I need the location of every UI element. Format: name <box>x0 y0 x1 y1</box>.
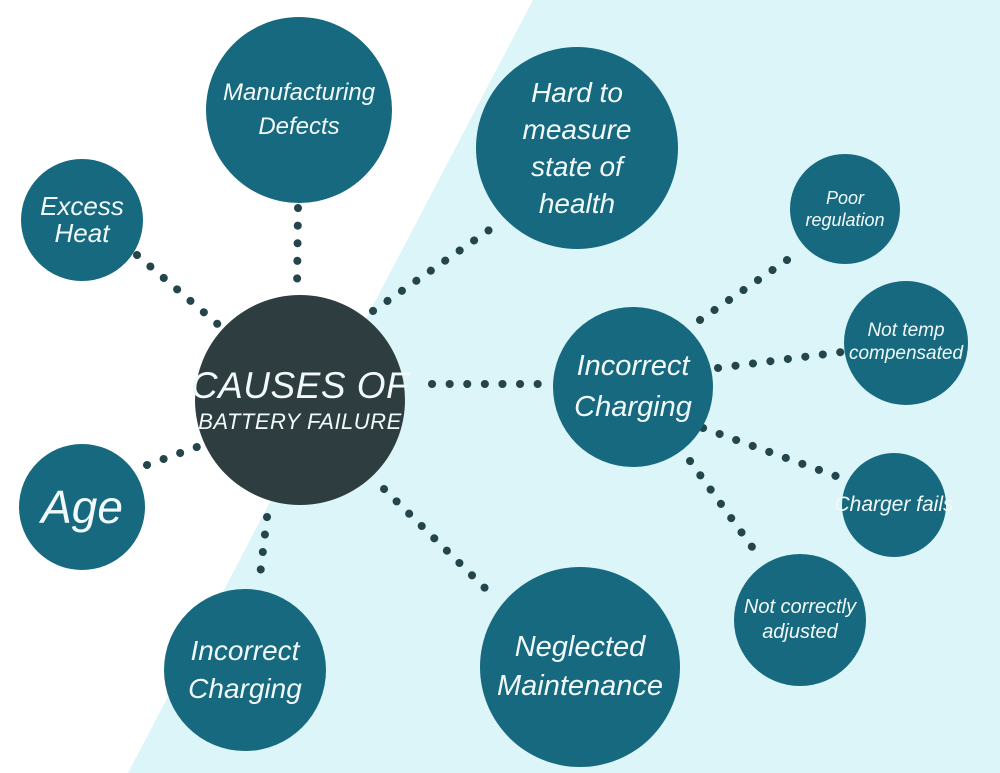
node-label-line: compensated <box>848 343 964 364</box>
node-label-line: adjusted <box>762 621 838 643</box>
node-label-line: measure <box>522 113 632 145</box>
node-hard-to-measure-state-of-health: Hard to measure state of health <box>476 47 678 249</box>
node-label-line: Age <box>41 481 123 533</box>
node-label-line: Heat <box>54 218 110 248</box>
node-charger-fails: Charger fails <box>834 453 954 557</box>
connector-center-to-neglected-maintenance <box>380 485 493 596</box>
node-label-line: state of <box>531 151 623 182</box>
node-label-line: Charging <box>188 673 302 704</box>
node-label-line: Manufacturing <box>222 79 376 107</box>
node-label-line: Poor <box>825 187 865 208</box>
node-label-line: Charging <box>574 391 692 423</box>
node-causes-of-battery-failure: CAUSES OF BATTERY FAILURE <box>191 295 409 505</box>
node-label-line: Hard to <box>531 76 623 108</box>
connector-incorrect-charging-right-to-not-temp-compensated <box>714 348 846 372</box>
center-subtitle: BATTERY FAILURE <box>198 409 402 434</box>
node-label-line: Not temp <box>867 320 945 342</box>
connector-incorrect-charging-right-to-poor-regulation <box>696 254 794 324</box>
connector-excess-heat-to-center <box>133 251 225 331</box>
node-label-line: regulation <box>805 210 885 230</box>
connector-center-to-hard-to-measure-state-of-health <box>369 224 496 315</box>
center-title: CAUSES OF <box>190 365 410 406</box>
node-label-line: health <box>538 188 616 220</box>
node-label-line: Defects <box>258 113 340 140</box>
node-label-line: Neglected <box>514 630 646 663</box>
node-not-correctly-adjusted: Not correctly adjusted <box>734 554 866 686</box>
node-label-line: Not correctly <box>743 596 857 618</box>
node-label-line: Excess <box>40 190 124 221</box>
connector-center-to-incorrect-charging-bottom <box>255 513 271 588</box>
node-age: Age <box>19 444 145 570</box>
connector-age-to-center <box>143 439 212 469</box>
node-label-line: Maintenance <box>496 670 664 702</box>
connector-incorrect-charging-right-to-not-correctly-adjusted <box>686 457 764 562</box>
node-label-line: Charger fails <box>834 493 954 517</box>
node-label-line: Incorrect <box>576 350 690 383</box>
connector-manufacturing-defects-to-center <box>293 204 302 294</box>
node-label-line: Incorrect <box>190 635 300 667</box>
